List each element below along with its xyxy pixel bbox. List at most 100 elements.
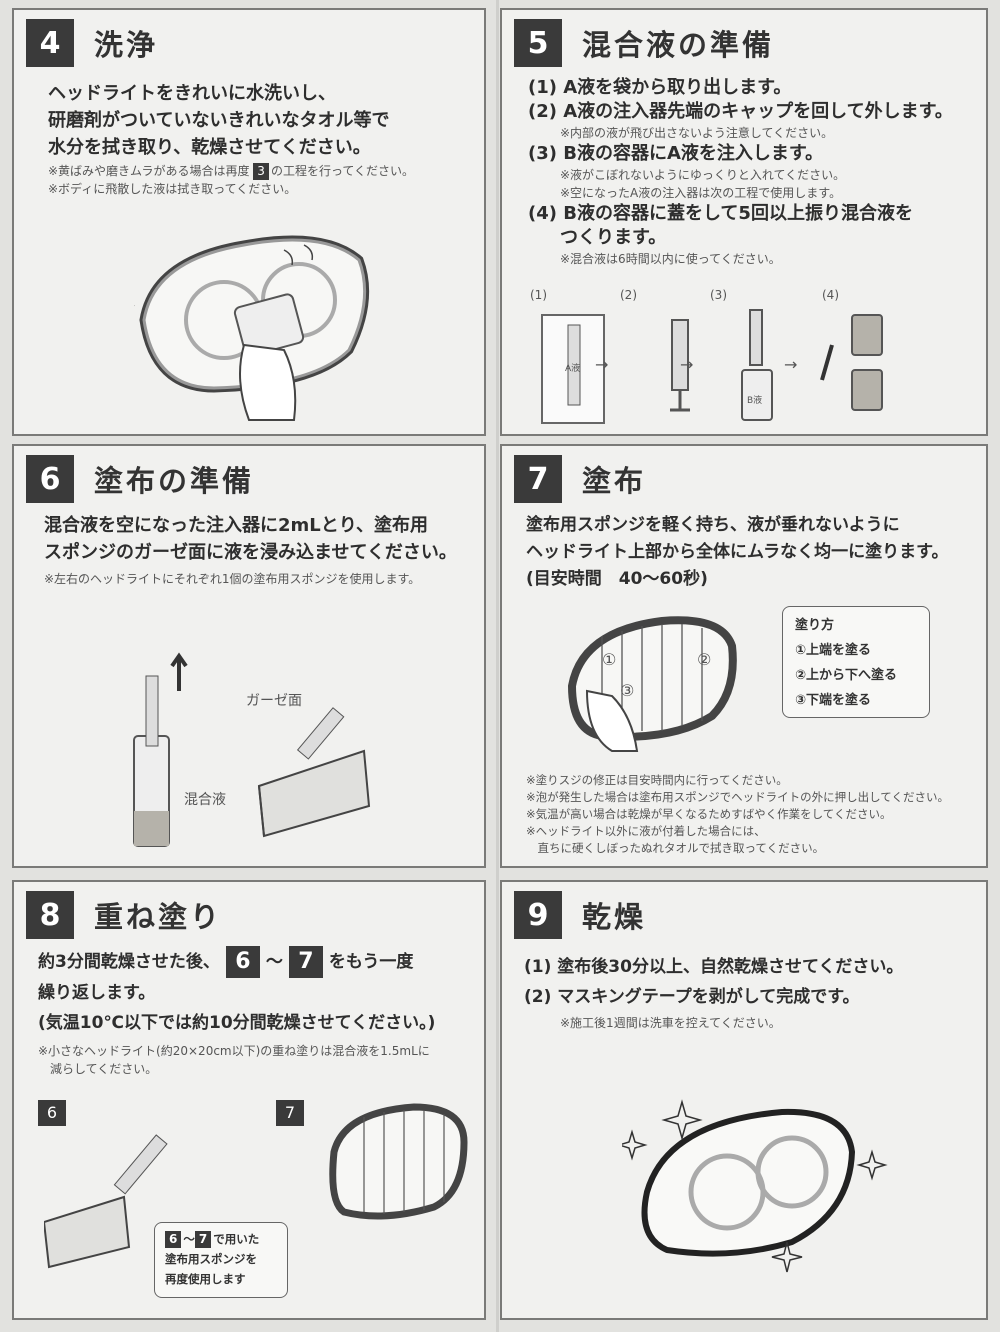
text-fragment: をもう一度	[328, 952, 414, 972]
text-line: 混合液を空になった注入器に2mLとり、塗布用	[44, 515, 429, 536]
step-title: 混合液の準備	[582, 28, 775, 62]
figure-badge: 7	[276, 1100, 304, 1126]
callout-item: ②上から下へ塗る	[795, 668, 898, 683]
callout-line: 再度使用します	[165, 1272, 246, 1286]
step-number: 7	[514, 455, 562, 503]
note-text: ※泡が発生した場合は塗布用スポンジでヘッドライトの外に押し出してください。	[526, 790, 949, 804]
text-line: (目安時間 40〜60秒)	[526, 569, 708, 589]
mark-1: ①	[602, 650, 617, 669]
text-line: ヘッドライト上部から全体にムラなく均一に塗ります。	[526, 542, 949, 562]
note-text: の工程を行ってください。	[270, 164, 414, 178]
step-8-header: 8 重ね塗り	[26, 891, 223, 939]
arrow-icon: →	[595, 355, 609, 374]
mixture-label: 混合液	[184, 792, 226, 808]
painting-method-callout: 塗り方 ①上端を塗る ②上から下へ塗る ③下端を塗る	[782, 606, 930, 718]
note-text: ※ボディに飛散した液は拭き取ってください。	[48, 182, 297, 196]
note-text: ※混合液は6時間以内に使ってください。	[560, 252, 781, 266]
step-5-panel: 5 混合液の準備 (1) A液を袋から取り出します。 (2) A液の注入器先端の…	[500, 8, 988, 436]
step-9-panel: 9 乾燥 (1) 塗布後30分以上、自然乾燥させてください。 (2) マスキング…	[500, 880, 988, 1320]
step-badge: 7	[194, 1231, 212, 1248]
step-badge: 3	[253, 163, 269, 180]
mark-3: ③	[620, 681, 635, 700]
text-fragment: 〜	[265, 952, 283, 972]
step-8-notes: ※小さなヘッドライト(約20×20cm以下)の重ね塗りは混合液を1.5mLに 減…	[38, 1042, 430, 1078]
step-4-panel: 4 洗浄 ヘッドライトをきれいに水洗いし、 研磨剤がついていないきれいなタオル等…	[12, 8, 486, 436]
note-text: ※空になったA液の注入器は次の工程で使用します。	[560, 186, 842, 200]
step-9-list: (1) 塗布後30分以上、自然乾燥させてください。 (2) マスキングテープを剥…	[524, 952, 903, 1012]
step-title: 塗布の準備	[94, 464, 255, 498]
list-item: (1) A液を袋から取り出します。	[528, 77, 792, 98]
text-fragment: で用いた	[213, 1232, 260, 1246]
step-number: 6	[26, 455, 74, 503]
step-title: 乾燥	[582, 900, 647, 934]
step-badge: 6	[165, 1231, 182, 1248]
note-text: 減らしてください。	[38, 1062, 158, 1076]
step-5-header: 5 混合液の準備	[514, 19, 775, 67]
list-item: (3) B液の容器にA液を注入します。	[528, 143, 824, 164]
fold-line	[496, 0, 499, 1332]
callout-item: ③下端を塗る	[795, 693, 872, 708]
headlight-wipe-illustration	[134, 235, 370, 421]
figure-badge: 6	[38, 1100, 66, 1126]
text-line: 研磨剤がついていないきれいなタオル等で	[48, 110, 390, 131]
gauze-label: ガーゼ面	[246, 693, 302, 709]
list-item: (2) マスキングテープを剥がして完成です。	[524, 987, 860, 1007]
step-number: 5	[514, 19, 562, 67]
figure-label: (2)	[620, 288, 637, 302]
step-badge: 6	[225, 946, 260, 978]
step-7-header: 7 塗布	[514, 455, 647, 503]
note-text: ※塗りスジの修正は目安時間内に行ってください。	[526, 773, 788, 787]
note-text: ※施工後1週間は洗車を控えてください。	[560, 1016, 781, 1030]
application-illustration	[567, 616, 737, 752]
step-6-text: 混合液を空になった注入器に2mLとり、塗布用 スポンジのガーゼ面に液を浸み込ませ…	[44, 512, 457, 566]
step-7-panel: 7 塗布 塗布用スポンジを軽く持ち、液が垂れないように ヘッドライト上部から全体…	[500, 444, 988, 868]
step-number: 8	[26, 891, 74, 939]
note-text: ※内部の液が飛び出さないよう注意してください。	[560, 126, 834, 140]
list-item: (2) A液の注入器先端のキャップを回して外します。	[528, 101, 953, 122]
callout-title: 塗り方	[795, 618, 835, 633]
mixing-steps-illustration	[541, 309, 883, 424]
step-4-header: 4 洗浄	[26, 19, 159, 67]
text-line: 繰り返します。	[38, 983, 156, 1003]
arrow-icon: →	[784, 355, 798, 374]
list-item: (1) 塗布後30分以上、自然乾燥させてください。	[524, 957, 904, 977]
step-badge: 7	[288, 946, 323, 978]
step-7-text: 塗布用スポンジを軽く持ち、液が垂れないように ヘッドライト上部から全体にムラなく…	[526, 512, 948, 593]
arrow-icon: →	[680, 355, 694, 374]
syringe-sponge-illustration	[133, 652, 371, 847]
figure-label: (4)	[822, 288, 839, 302]
text-line: 塗布用スポンジを軽く持ち、液が垂れないように	[526, 515, 900, 535]
note-text: 直ちに硬くしぼったぬれタオルで拭き取ってください。	[526, 841, 825, 855]
step-number: 4	[26, 19, 74, 67]
step-number: 9	[514, 891, 562, 939]
bag-label: A液	[565, 364, 581, 374]
step-title: 重ね塗り	[94, 900, 223, 934]
finished-headlight-illustration	[622, 1099, 888, 1273]
note-text: ※気温が高い場合は乾燥が早くなるためすばやく作業をしてください。	[526, 807, 892, 821]
step-title: 洗浄	[94, 28, 159, 62]
step-5-list: (1) A液を袋から取り出します。 (2) A液の注入器先端のキャップを回して外…	[528, 76, 978, 268]
text-fragment: 約3分間乾燥させた後、	[38, 952, 220, 972]
text-line: スポンジのガーゼ面に液を浸み込ませてください。	[44, 542, 457, 563]
figure-label: (1)	[530, 288, 547, 302]
list-item: (4) B液の容器に蓋をして5回以上振り混合液を	[528, 203, 913, 224]
figure-label: (3)	[710, 288, 727, 302]
step-title: 塗布	[582, 464, 647, 498]
text-line: (気温10℃以下では約10分間乾燥させてください。)	[38, 1013, 436, 1033]
list-item: つくります。	[560, 227, 667, 248]
bottle-label: B液	[747, 396, 763, 406]
text-fragment: 〜	[183, 1232, 195, 1246]
note-text: ※左右のヘッドライトにそれぞれ1個の塗布用スポンジを使用します。	[44, 572, 421, 586]
text-line: 水分を拭き取り、乾燥させてください。	[48, 137, 371, 158]
recoat-illustration	[44, 1103, 468, 1269]
callout-line: 塗布用スポンジを	[165, 1252, 257, 1266]
note-text: ※ヘッドライト以外に液が付着した場合には、	[526, 824, 766, 838]
note-text: ※黄ばみや磨きムラがある場合は再度	[48, 164, 250, 178]
step-6-header: 6 塗布の準備	[26, 455, 255, 503]
step-9-header: 9 乾燥	[514, 891, 647, 939]
